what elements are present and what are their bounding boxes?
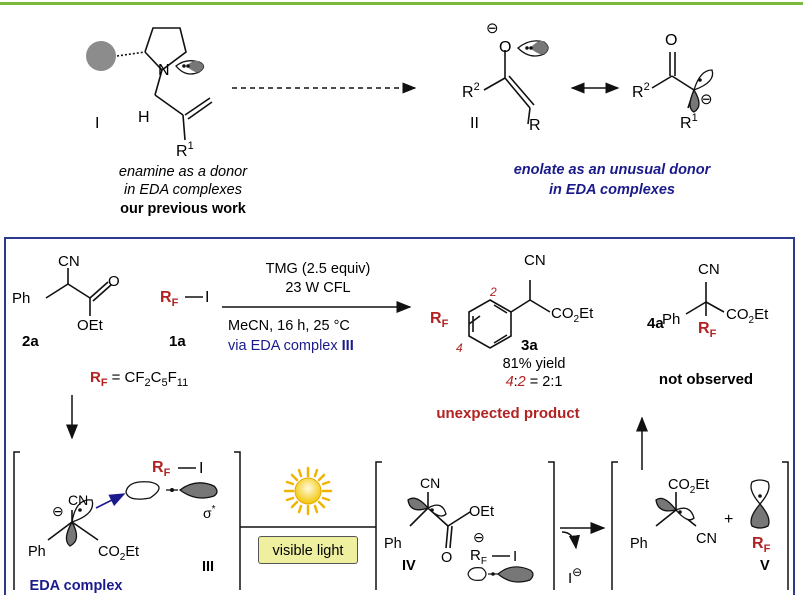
carbanion-r1: R1: [680, 112, 698, 132]
product-pos-4: 4: [456, 341, 463, 355]
rf-definition: RF= CF2C5F11: [90, 369, 188, 389]
product-3a-structure: [468, 280, 551, 349]
iv-o: O: [441, 550, 452, 566]
product-unexpected: unexpected product: [436, 405, 579, 422]
eda-charge-transfer-arrow: [95, 493, 126, 509]
eda-carbanion-orbital: [65, 499, 94, 547]
sm-cn: CN: [58, 253, 80, 270]
v-label: V: [760, 558, 770, 574]
enamine-caption-2: in EDA complexes: [124, 182, 242, 198]
v-co2et: CO2Et: [668, 477, 709, 496]
enolate-caption-2: in EDA complexes: [549, 182, 675, 198]
product-rf: RF: [430, 310, 449, 330]
mechanism-brackets: [13, 451, 789, 590]
iodide-release-arrow: [561, 531, 580, 550]
iv-label: IV: [402, 558, 416, 574]
substrate-2a-structure: [45, 268, 112, 316]
eda-caption: EDA complex: [30, 578, 123, 594]
iv-ph: Ph: [384, 536, 402, 552]
rf-i-label: 1a: [169, 333, 186, 350]
reaction-panel-frame: [4, 237, 795, 595]
iv-oet: OEt: [469, 504, 494, 520]
product-co2et: CO2Et: [551, 305, 594, 325]
enamine-h: H: [138, 109, 150, 126]
visible-light-label: visible light: [273, 543, 344, 559]
enolate-charge: ⊖: [486, 20, 499, 37]
product-cn: CN: [524, 252, 546, 269]
intermediate-iv-structure: [409, 492, 471, 549]
eda-label: III: [202, 559, 214, 575]
sm-ph: Ph: [12, 290, 30, 307]
iv-sigma-star-orbital: [467, 566, 534, 583]
iv-radical-orbital: [407, 497, 447, 517]
enamine-structure: [86, 27, 213, 141]
eda-sigma-star: σ*: [203, 504, 216, 521]
iv-cn: CN: [420, 475, 440, 491]
carbanion-charge: ⊖: [700, 91, 713, 108]
v-radical-orbital: [655, 497, 695, 521]
iv-i: I: [513, 548, 517, 565]
rf-i-r: RF: [160, 289, 179, 309]
v-rf: RF: [752, 535, 771, 555]
v-plus: +: [724, 511, 733, 528]
rf-i-i: I: [205, 289, 209, 306]
v-cn: CN: [696, 531, 717, 547]
enolate-o: O: [499, 39, 511, 56]
enolate-o-orbital: [517, 40, 549, 57]
sm-o: O: [108, 273, 120, 290]
carbanion-structure: [651, 52, 695, 109]
iv-anion-charge: ⊖: [473, 529, 485, 545]
conditions-line-2: 23 W CFL: [285, 280, 350, 296]
enolate-label: II: [470, 115, 479, 132]
conditions-line-1: TMG (2.5 equiv): [266, 261, 371, 277]
eda-i: I: [199, 460, 203, 477]
catalyst-bulk-sphere: [86, 41, 116, 71]
rf-radical-orbital: [750, 479, 770, 529]
notobs-label: 4a: [647, 315, 664, 332]
visible-light-box: [258, 536, 358, 564]
enamine-label: I: [95, 115, 99, 132]
notobs-rf: RF: [698, 320, 717, 340]
iodide: I⊖: [568, 565, 582, 587]
enolate-structure: [483, 50, 535, 125]
sm-label: 2a: [22, 333, 39, 350]
conditions-line-3: MeCN, 16 h, 25 °C: [228, 318, 350, 334]
eda-ph: Ph: [28, 544, 46, 560]
carbanion-o: O: [665, 32, 677, 49]
carbanion-p-orbital: [689, 69, 714, 113]
sun-icon: [283, 466, 333, 516]
enolate-r2: R2: [462, 81, 480, 101]
eda-charge: ⊖: [52, 503, 64, 519]
enamine-caption-1: enamine as a donor: [119, 164, 248, 180]
eda-cn: CN: [68, 492, 88, 508]
notobs-ph: Ph: [662, 311, 680, 328]
eda-sigma-star-orbital: [125, 481, 218, 500]
enamine-caption-3: our previous work: [120, 201, 247, 217]
product-ratio: 4:2 = 2:1: [506, 374, 563, 390]
eda-rf: RF: [152, 459, 171, 479]
carbanion-r2: R2: [632, 81, 650, 101]
enamine-n-lone-pair-orbital: [175, 60, 205, 75]
eda-co2et: CO2Et: [98, 544, 139, 563]
enamine-r1: R1: [176, 140, 194, 160]
enolate-r: R: [529, 117, 541, 134]
compound-4a-structure: [685, 282, 725, 316]
enamine-n: N: [158, 62, 170, 79]
conditions-line-4: via EDA complex III: [228, 338, 354, 354]
product-label: 3a: [521, 337, 538, 354]
product-pos-2: 2: [489, 285, 497, 299]
top-rule: [0, 2, 803, 5]
sm-oet: OEt: [77, 317, 104, 334]
enolate-caption-1: enolate as an unusual donor: [514, 162, 712, 178]
notobs-cn: CN: [698, 261, 720, 278]
v-ph: Ph: [630, 536, 648, 552]
product-yield: 81% yield: [503, 356, 566, 372]
notobs-co2et: CO2Et: [726, 306, 769, 326]
iv-rf: RF: [470, 547, 487, 567]
notobs-caption: not observed: [659, 371, 753, 388]
